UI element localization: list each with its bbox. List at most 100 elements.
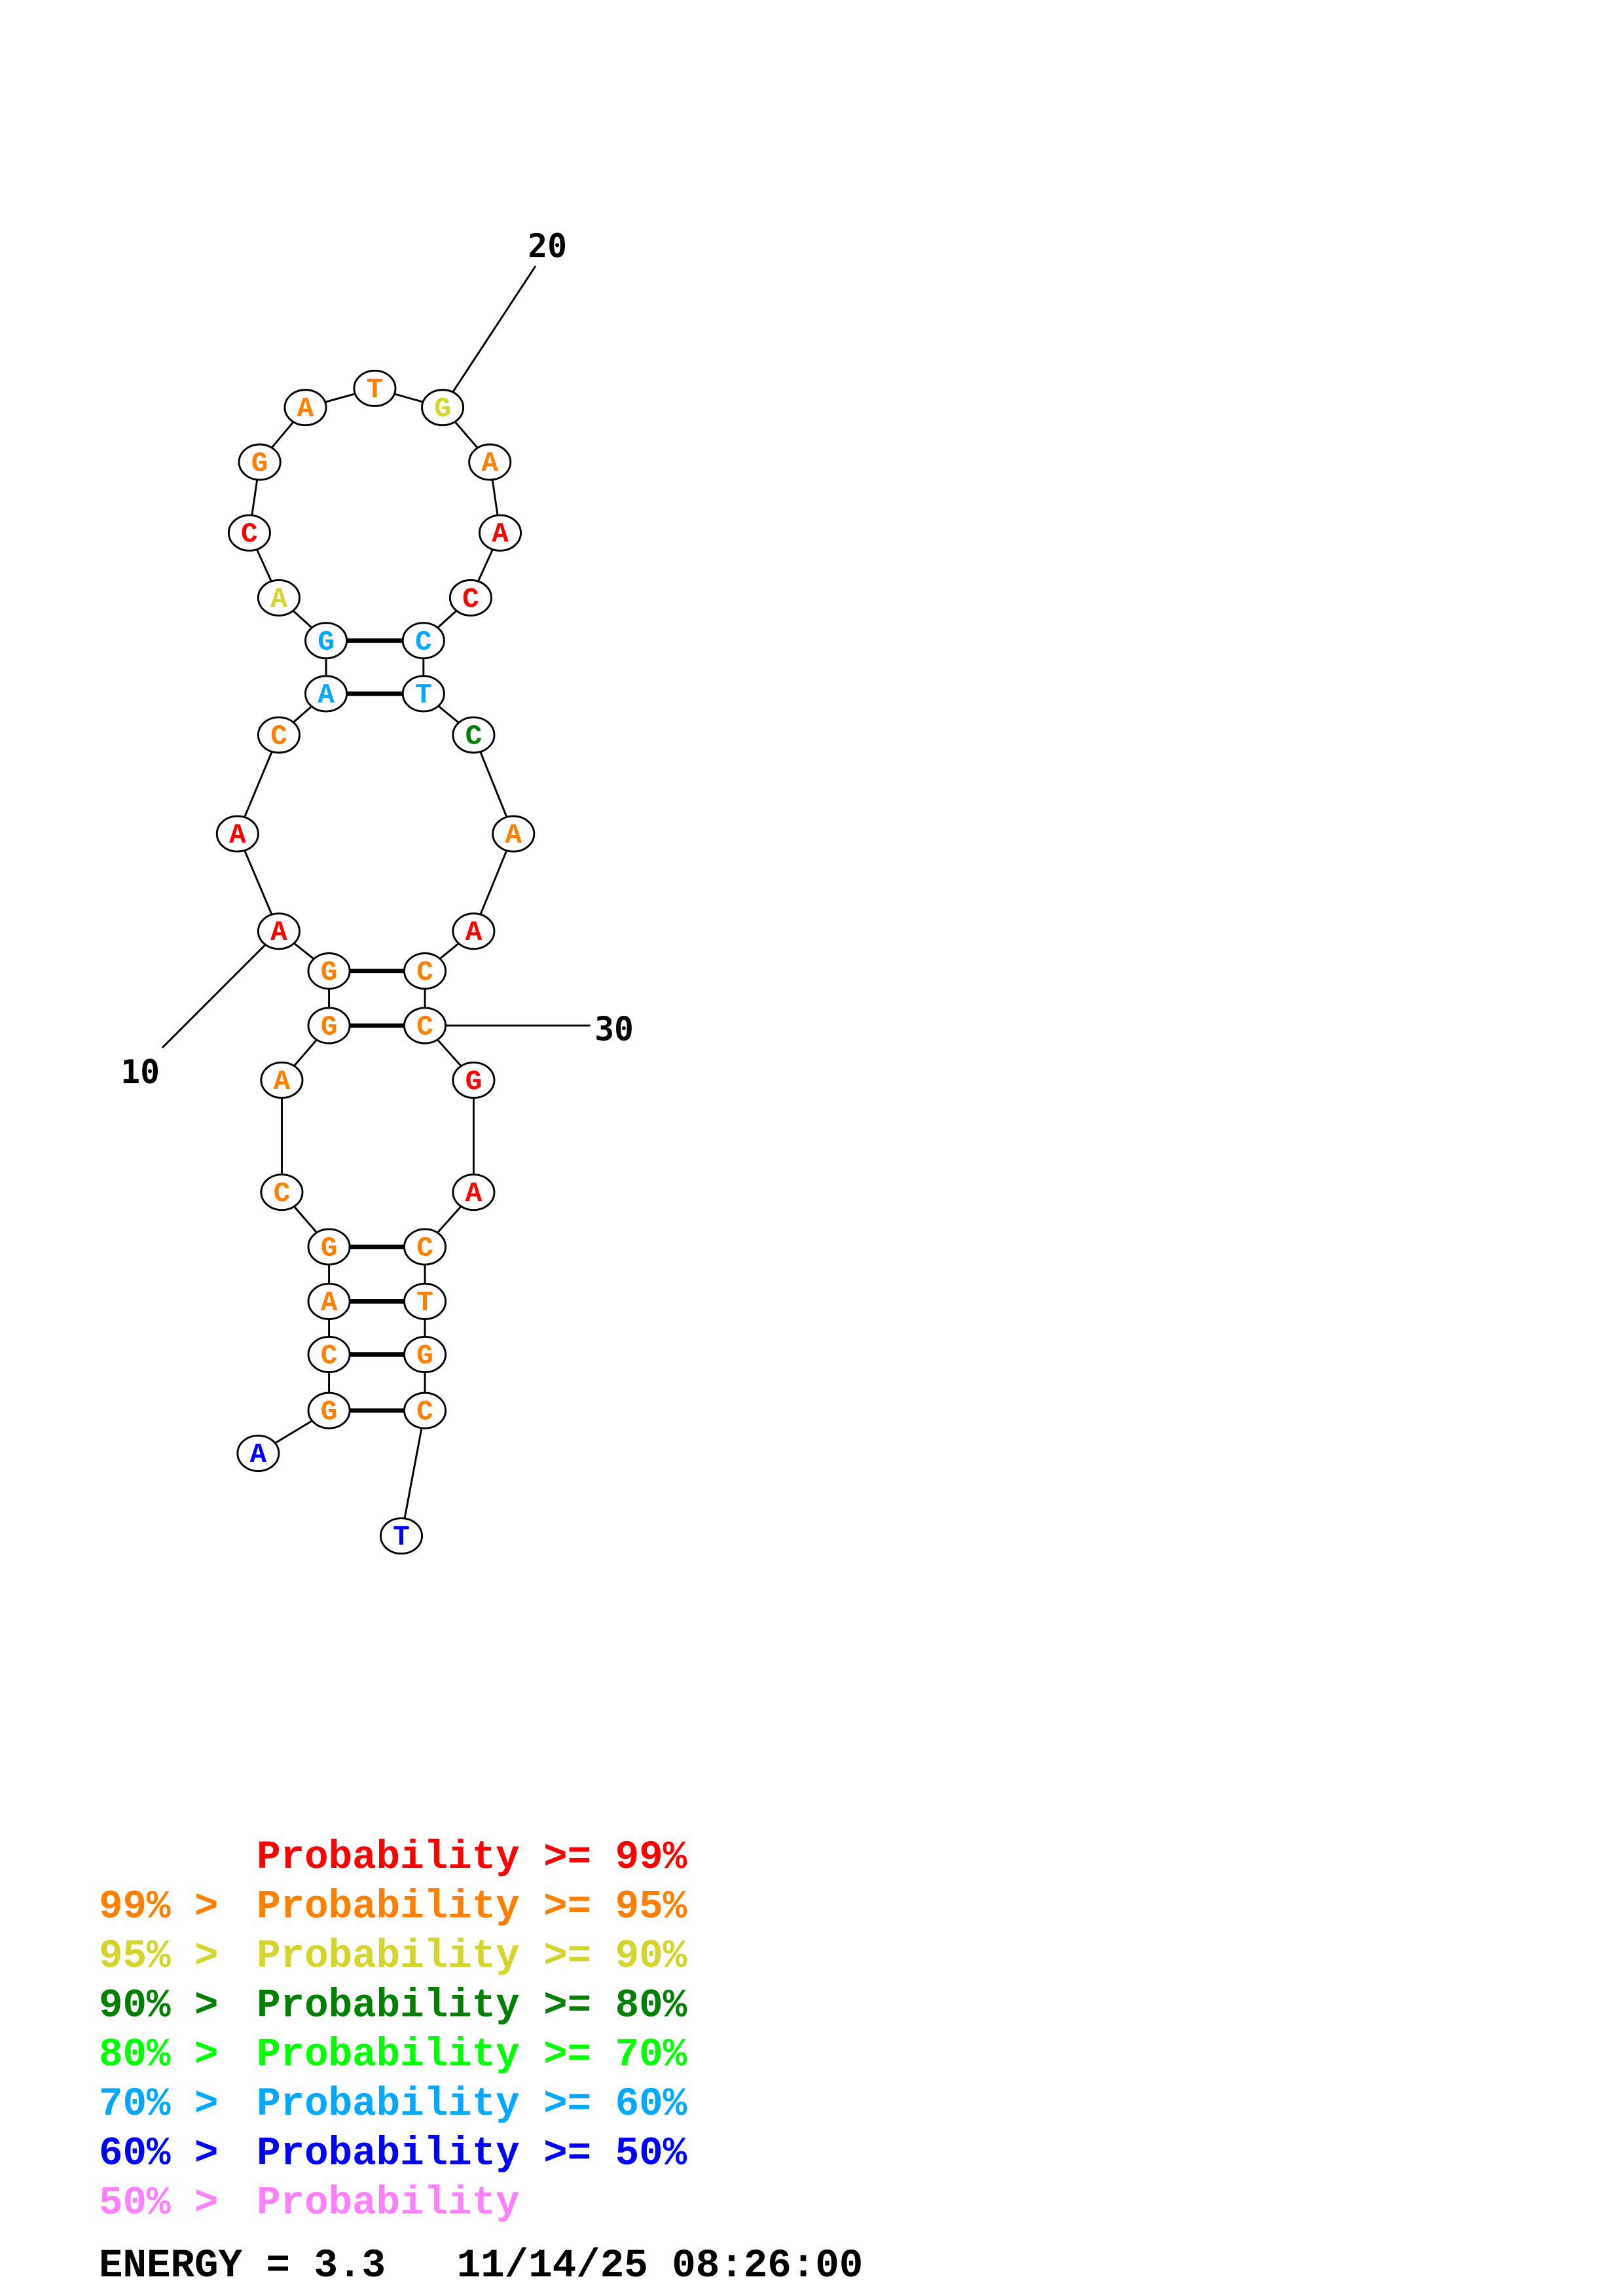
nucleotide-letter: C — [274, 1177, 291, 1210]
legend-prefix: 90% > — [99, 1983, 242, 2028]
nucleotide-circle — [307, 1228, 351, 1266]
nucleotide-letter: A — [297, 393, 314, 425]
nucleotide: A — [492, 815, 536, 853]
nucleotide-circle — [452, 716, 496, 754]
nucleotide: A — [283, 389, 327, 427]
nucleotide-circle — [478, 514, 522, 552]
nucleotide-letter: G — [251, 448, 268, 480]
nucleotide: A — [260, 1061, 304, 1099]
legend-text: Probability >= 60% — [257, 2082, 687, 2127]
nucleotide: G — [238, 443, 282, 481]
nucleotide: T — [401, 675, 445, 713]
nucleotide-circle — [353, 369, 397, 407]
nucleotide-circle — [260, 1061, 304, 1099]
nucleotide-circle — [307, 1391, 351, 1429]
legend-text: Probability — [257, 2181, 520, 2226]
nucleotide: G — [304, 622, 348, 660]
nucleotide-letter: T — [416, 1287, 433, 1319]
nucleotide-circle — [403, 1282, 447, 1320]
nucleotide: A — [215, 815, 259, 853]
position-label: 30 — [594, 1010, 634, 1048]
nucleotide-letter: G — [321, 1396, 338, 1428]
nucleotide: C — [403, 1228, 447, 1266]
nucleotide-letter: G — [434, 393, 451, 425]
nucleotide-circle — [452, 912, 496, 950]
nucleotide-circle — [307, 1007, 351, 1045]
nucleotide-letter: C — [415, 626, 432, 658]
nucleotide-circle — [215, 815, 259, 853]
timestamp-text: 11/14/25 08:26:00 — [457, 2244, 864, 2289]
nucleotide-letter: G — [318, 626, 335, 658]
legend-text: Probability >= 99% — [257, 1835, 687, 1880]
nucleotide: A — [257, 579, 301, 617]
legend-text: Probability >= 80% — [257, 1983, 687, 2028]
position-label-line — [441, 265, 537, 408]
nucleotide-circle — [448, 579, 492, 617]
nucleotide: A — [452, 912, 496, 950]
legend-text: Probability >= 95% — [257, 1884, 687, 1929]
position-label: 20 — [528, 227, 567, 265]
nucleotide: A — [478, 514, 522, 552]
nucleotide: C — [452, 716, 496, 754]
nucleotide-letter: A — [270, 583, 287, 615]
nucleotide-circle — [304, 622, 348, 660]
nucleotide-letter: T — [367, 374, 384, 406]
nucleotide-letter: G — [321, 956, 338, 988]
nucleotide-circle — [304, 675, 348, 713]
nucleotide-letter: C — [416, 1232, 433, 1265]
position-label: 10 — [120, 1053, 160, 1091]
nucleotide-letter: A — [505, 819, 522, 851]
nucleotide: G — [403, 1336, 447, 1374]
nucleotide-letter: T — [393, 1521, 410, 1553]
nucleotide-circle — [421, 389, 465, 427]
nucleotide: T — [379, 1517, 424, 1555]
nucleotide-letter: A — [492, 518, 509, 550]
nucleotide: A — [307, 1282, 351, 1320]
nucleotide-letter: C — [416, 1396, 433, 1428]
nucleotide-letter: C — [241, 518, 258, 550]
nucleotide-letter: A — [465, 916, 483, 948]
nucleotide: G — [307, 952, 351, 990]
nucleotide-letter: C — [416, 956, 433, 988]
nucleotide: C — [227, 514, 271, 552]
nucleotide-circle — [257, 579, 301, 617]
legend-prefix: 99% > — [99, 1884, 242, 1929]
position-label-line — [161, 930, 280, 1049]
legend-prefix: 80% > — [99, 2033, 242, 2078]
nucleotide: G — [307, 1228, 351, 1266]
nucleotide-circle — [401, 622, 445, 660]
nucleotide: A — [257, 912, 301, 950]
nucleotide: A — [468, 443, 512, 481]
nucleotide-letter: T — [415, 679, 432, 711]
nucleotide-circle — [307, 1336, 351, 1374]
nucleotide-circle — [307, 952, 351, 990]
legend-prefix: 60% > — [99, 2132, 242, 2177]
nucleotide-circle — [283, 389, 327, 427]
legend-prefix: 95% > — [99, 1934, 242, 1979]
nucleotide-letter: C — [465, 721, 483, 753]
nucleotide-letter: A — [250, 1439, 267, 1471]
nucleotide-letter: A — [229, 819, 246, 851]
nucleotide-circle — [403, 1228, 447, 1266]
nucleotide-letter: C — [270, 721, 287, 753]
nucleotide: C — [403, 952, 447, 990]
nucleotide-circle — [452, 1061, 496, 1099]
legend-entry: Probability >= 99% — [257, 1835, 687, 1880]
nucleotide-letter: G — [416, 1340, 433, 1372]
nucleotide-circle — [403, 1007, 447, 1045]
nucleotide-letter: A — [481, 448, 498, 480]
nucleotide-circle — [379, 1517, 424, 1555]
legend-entry: 99% > Probability >= 95% — [99, 1884, 687, 1929]
nucleotide: C — [260, 1174, 304, 1211]
nucleotide: G — [452, 1061, 496, 1099]
legend-entry: 60% > Probability >= 50% — [99, 2132, 687, 2177]
nucleotide: G — [307, 1007, 351, 1045]
nucleotide-circle — [403, 1391, 447, 1429]
nucleotide: C — [448, 579, 492, 617]
nucleotide-letter: A — [318, 679, 335, 711]
nucleotide-circle — [257, 716, 301, 754]
nucleotide-letter: C — [462, 583, 479, 615]
nucleotide: A — [236, 1434, 280, 1473]
